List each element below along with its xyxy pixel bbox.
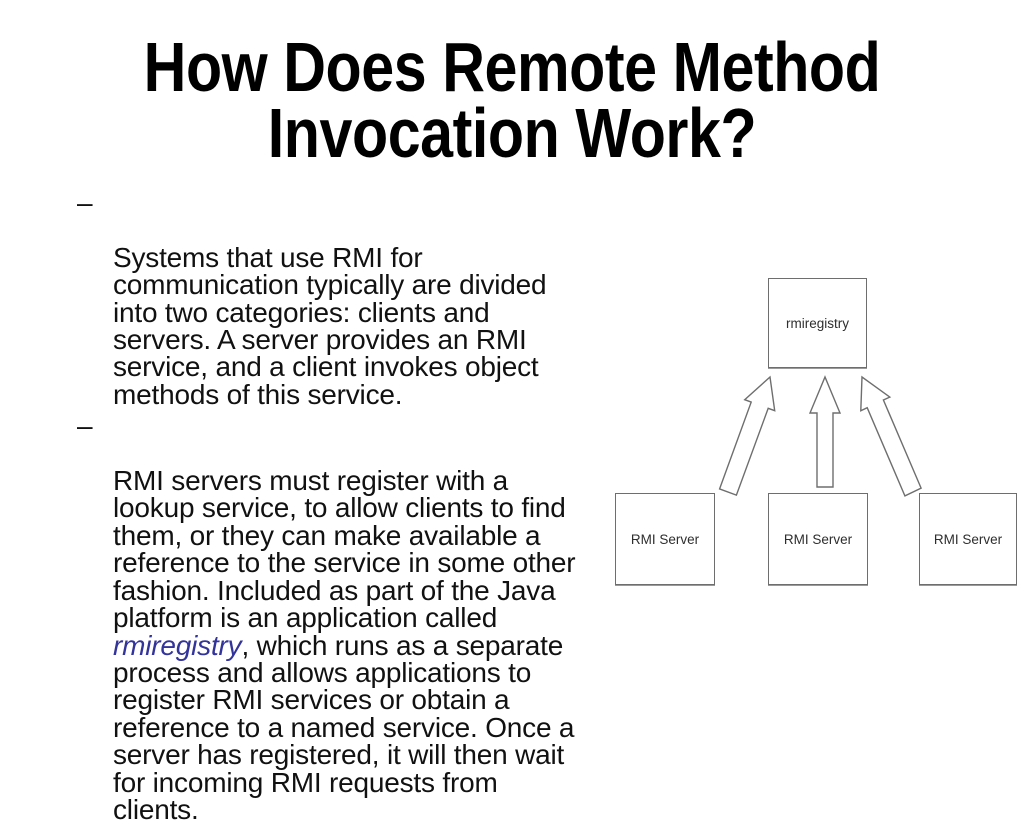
rmiregistry-box: rmiregistry [768,278,867,368]
rmi-server-box-label: RMI Server [933,531,1003,547]
rmi-server-box-label: RMI Server [630,531,700,547]
bullet-text: RMI servers must register with a lookup … [113,465,576,634]
up-arrow-middle [808,375,842,488]
bullet-marker: – [77,410,93,442]
up-arrow-left [718,375,776,496]
bullet-list: – Systems that use RMI for communication… [77,187,637,825]
slide: How Does Remote Method Invocation Work? … [77,28,1017,824]
bullet-text: , which runs as a separate process and a… [113,629,575,825]
rmi-server-box-1: RMI Server [615,493,715,585]
bullet-marker: – [77,187,93,218]
rmiregistry-box-label: rmiregistry [786,315,849,331]
rmi-server-box-label: RMI Server [783,531,853,547]
bullet-item-1: – Systems that use RMI for communication… [77,187,637,410]
slide-title: How Does Remote Method Invocation Work? [143,28,881,172]
rmi-server-box-2: RMI Server [768,493,868,585]
bullet-item-2: – RMI servers must register with a looku… [77,410,637,825]
emphasis-term-rmiregistry: rmiregistry [113,629,242,661]
rmi-server-box-3: RMI Server [919,493,1017,585]
bullet-text: Systems that use RMI for communication t… [113,241,547,410]
up-arrow-right [860,375,923,497]
